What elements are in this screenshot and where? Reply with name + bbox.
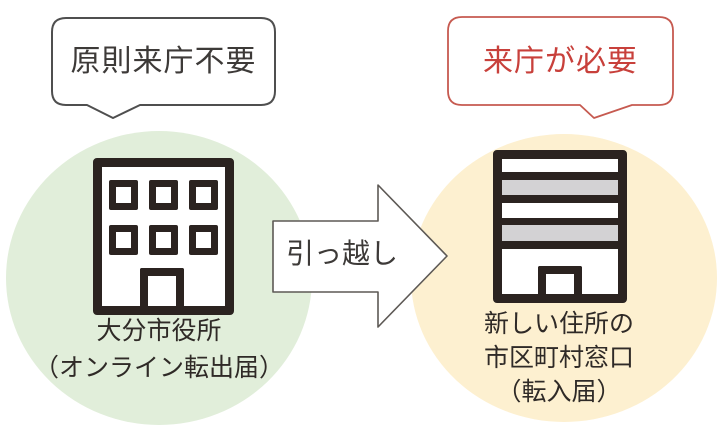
- building-floor-divider: [502, 172, 618, 180]
- building-floor-divider: [502, 195, 618, 203]
- building-floor-divider: [502, 218, 618, 225]
- building-window-icon: [149, 180, 178, 210]
- building-window-icon: [109, 225, 138, 255]
- building-floor-band: [502, 203, 618, 218]
- destination-office-procedure: （転入届）: [496, 378, 622, 406]
- building-door-icon: [538, 266, 582, 294]
- origin-office-name: 大分市役所: [96, 317, 222, 345]
- building-floor-divider: [502, 241, 618, 249]
- destination-office-label: 新しい住所の 市区町村窓口 （転入届）: [409, 307, 709, 409]
- building-ground-floor: [502, 249, 618, 294]
- building-window-icon: [189, 225, 218, 255]
- no-visit-required-bubble-text: 原則来庁不要: [70, 45, 257, 78]
- municipal-office-building-icon: [493, 150, 627, 303]
- building-window-icon: [189, 180, 218, 210]
- destination-office-line2: 市区町村窓口: [483, 344, 634, 372]
- building-window-icon: [149, 225, 178, 255]
- visit-required-bubble-text: 来庁が必要: [483, 44, 638, 78]
- origin-office-procedure: （オンライン転出届）: [33, 354, 284, 382]
- building-floor-band: [502, 159, 618, 172]
- destination-office-line1: 新しい住所の: [483, 310, 634, 338]
- building-door-icon: [140, 268, 184, 306]
- moving-arrow-label: 引っ越し: [285, 238, 398, 269]
- building-window-icon: [109, 180, 138, 210]
- city-hall-building-icon: [93, 158, 234, 315]
- building-floor-band: [502, 180, 618, 195]
- origin-office-label: 大分市役所 （オンライン転出届）: [9, 313, 309, 387]
- building-floor-band: [502, 225, 618, 241]
